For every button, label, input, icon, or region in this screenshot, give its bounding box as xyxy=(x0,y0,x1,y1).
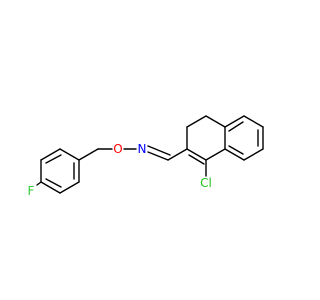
bond-c4a-c5 xyxy=(224,115,245,128)
atom-chlorine: Cl xyxy=(200,176,212,190)
bond-c8a-c1 xyxy=(205,148,226,161)
bond-ring1-b-double xyxy=(45,154,62,164)
bond-c2-c1 xyxy=(186,148,207,161)
bond-c2-c1-double xyxy=(188,154,205,165)
atom-nitrogen: N xyxy=(138,142,147,156)
bond-ch-c2 xyxy=(167,148,188,161)
bond-ring1-c xyxy=(59,148,80,161)
atom-oxygen: O xyxy=(113,142,122,156)
bond-n-ch xyxy=(147,151,169,161)
bond-ring1-ch2 xyxy=(78,148,99,161)
atom-labels: F O N Cl xyxy=(28,142,212,198)
molecule-structure: F O N Cl xyxy=(28,115,264,198)
bond-c8-c8a-double xyxy=(228,145,244,155)
bond-c8-c8a xyxy=(224,148,245,161)
bond-ring1-f xyxy=(40,181,61,194)
bond-c7-c8 xyxy=(243,148,264,161)
bond-ring1-f-double xyxy=(45,178,62,188)
bond-c4-c4a xyxy=(205,115,226,128)
bond-ring1-b xyxy=(40,148,61,161)
bond-ring1-e xyxy=(59,181,80,194)
atom-fluorine: F xyxy=(28,184,35,198)
bond-c4a-c5-double xyxy=(228,121,244,132)
bond-c5-c6 xyxy=(243,115,264,128)
bond-c-f xyxy=(36,181,42,186)
bond-c3-c4 xyxy=(186,115,207,128)
bond-n-ch-double xyxy=(147,145,171,156)
bond-lines xyxy=(36,115,264,194)
